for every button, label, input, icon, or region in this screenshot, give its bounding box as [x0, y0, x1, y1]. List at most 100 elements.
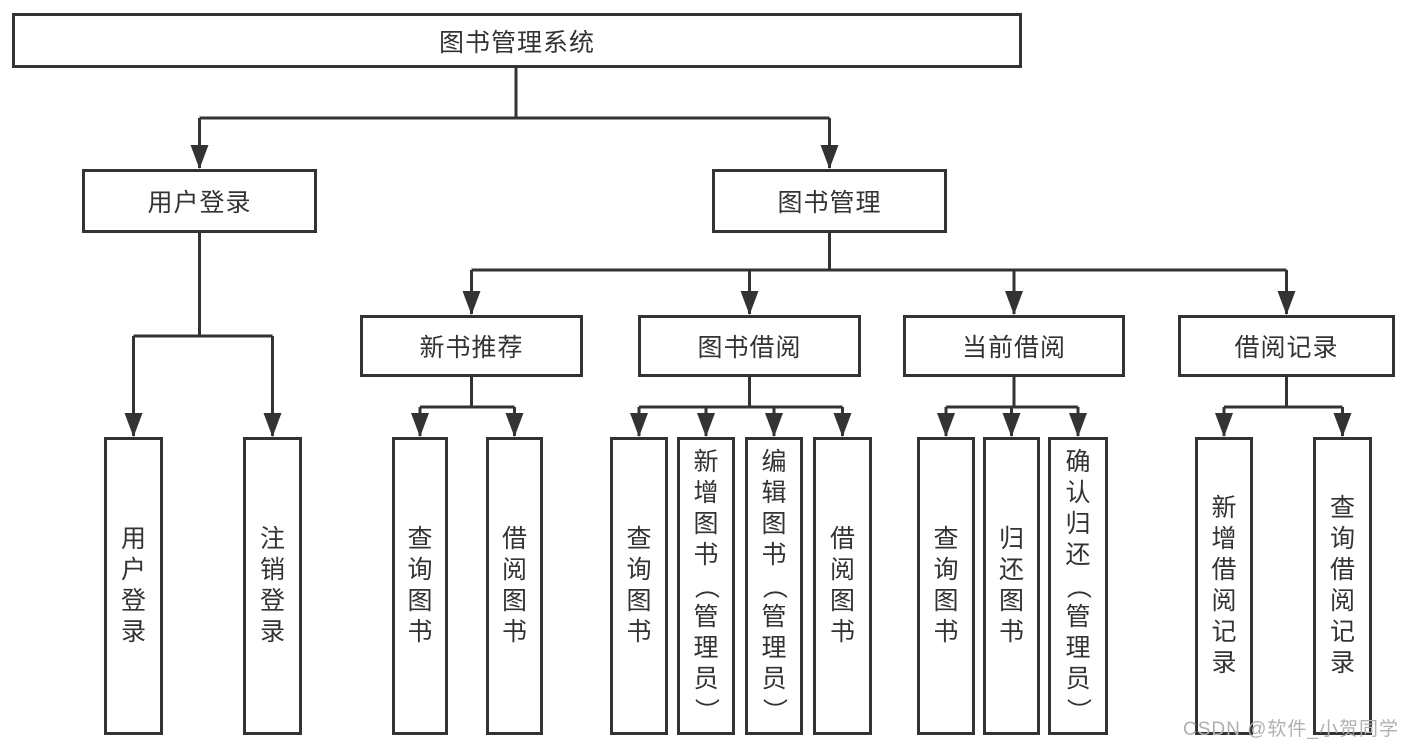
vertical-char: 书 — [501, 618, 527, 646]
vertical-char: 图 — [998, 587, 1024, 615]
vertical-char: ） — [692, 697, 721, 723]
vertical-char: 员 — [693, 664, 719, 693]
vertical-char: 录 — [1329, 649, 1355, 677]
leaf-br-add-record-label: 新增借阅记录 — [1211, 493, 1236, 679]
vertical-char: 录 — [259, 618, 285, 646]
leaf-cb-return-books-label: 归还图书 — [999, 524, 1024, 648]
vertical-char: 归 — [998, 525, 1024, 553]
vertical-char: 销 — [259, 556, 285, 584]
node-current-borrowing: 当前借阅 — [903, 315, 1125, 377]
vertical-char: 图 — [829, 587, 855, 615]
leaf-br-query-record-label: 查询借阅记录 — [1330, 493, 1355, 679]
vertical-char: 阅 — [829, 556, 855, 584]
vertical-char: ） — [1064, 697, 1093, 723]
leaf-cb-return-books: 归还图书 — [983, 437, 1040, 735]
vertical-char: 询 — [407, 556, 433, 584]
leaf-bb-borrow-books-label: 借阅图书 — [830, 524, 855, 648]
vertical-char: 认 — [1065, 478, 1091, 507]
leaf-bb-query-books: 查询图书 — [610, 437, 668, 735]
node-borrow-records: 借阅记录 — [1178, 315, 1395, 377]
vertical-char: 编 — [761, 447, 787, 476]
arrowhead-down-icon — [833, 413, 852, 437]
leaf-br-add-record: 新增借阅记录 — [1195, 437, 1253, 735]
vertical-char: 借 — [1211, 556, 1237, 584]
leaf-user-login-label: 用户登录 — [121, 524, 146, 648]
arrowhead-down-icon — [505, 413, 524, 437]
vertical-char: （ — [692, 573, 721, 599]
vertical-char: 还 — [1065, 540, 1091, 569]
leaf-nb-borrow-books-label: 借阅图书 — [502, 524, 527, 648]
leaf-nb-query-books: 查询图书 — [392, 437, 448, 735]
arrowhead-down-icon — [1277, 291, 1296, 315]
arrowhead-down-icon — [124, 413, 143, 437]
vertical-char: 借 — [501, 525, 527, 553]
vertical-char: 确 — [1065, 447, 1091, 476]
node-book-management: 图书管理 — [712, 169, 947, 233]
node-new-book-recommend: 新书推荐 — [360, 315, 583, 377]
node-current-borrowing-label: 当前借阅 — [961, 334, 1066, 362]
vertical-char: 图 — [407, 587, 433, 615]
arrowhead-down-icon — [1002, 413, 1021, 437]
arrowhead-down-icon — [462, 291, 481, 315]
leaf-bb-add-books-admin-label: 新增图书（管理员） — [692, 447, 721, 726]
vertical-char: 员 — [1065, 664, 1091, 693]
arrowhead-down-icon — [190, 145, 209, 169]
vertical-char: 书 — [761, 540, 787, 569]
leaf-nb-query-books-label: 查询图书 — [407, 524, 432, 648]
node-book-borrowing-label: 图书借阅 — [697, 334, 802, 362]
arrowhead-down-icon — [411, 413, 429, 437]
node-user-login: 用户登录 — [82, 169, 317, 233]
leaf-bb-add-books-admin: 新增图书（管理员） — [677, 437, 735, 735]
arrowhead-down-icon — [1333, 413, 1352, 437]
vertical-char: 增 — [693, 478, 719, 507]
vertical-char: 登 — [259, 587, 285, 615]
leaf-bb-borrow-books: 借阅图书 — [813, 437, 872, 735]
vertical-char: 询 — [626, 556, 652, 584]
vertical-char: ） — [760, 697, 789, 723]
vertical-char: 新 — [1211, 494, 1237, 522]
arrowhead-down-icon — [765, 413, 783, 437]
vertical-char: 录 — [1211, 649, 1237, 677]
vertical-char: 户 — [120, 556, 146, 584]
vertical-char: 记 — [1329, 618, 1355, 646]
leaf-bb-edit-books-admin: 编辑图书（管理员） — [745, 437, 803, 735]
node-borrow-records-label: 借阅记录 — [1234, 334, 1339, 362]
arrowhead-down-icon — [820, 145, 839, 169]
vertical-char: 查 — [933, 525, 959, 553]
leaf-bb-edit-books-admin-label: 编辑图书（管理员） — [760, 447, 789, 726]
node-user-login-label: 用户登录 — [147, 189, 252, 217]
vertical-char: 管 — [1065, 602, 1091, 631]
vertical-char: 录 — [120, 618, 146, 646]
node-root: 图书管理系统 — [12, 13, 1022, 68]
vertical-char: 图 — [761, 509, 787, 538]
vertical-char: 理 — [693, 633, 719, 662]
vertical-char: 图 — [693, 509, 719, 538]
vertical-char: 管 — [761, 602, 787, 631]
vertical-char: 用 — [120, 525, 146, 553]
node-root-label: 图书管理系统 — [438, 28, 595, 57]
vertical-char: 查 — [626, 525, 652, 553]
vertical-char: 书 — [998, 618, 1024, 646]
vertical-char: 书 — [407, 618, 433, 646]
vertical-char: 阅 — [1211, 587, 1237, 615]
arrowhead-down-icon — [937, 413, 955, 437]
vertical-char: 员 — [761, 664, 787, 693]
vertical-char: 注 — [259, 525, 285, 553]
leaf-cb-confirm-return-admin: 确认归还（管理员） — [1048, 437, 1108, 735]
vertical-char: 图 — [933, 587, 959, 615]
vertical-char: 询 — [933, 556, 959, 584]
vertical-char: 理 — [761, 633, 787, 662]
arrowhead-down-icon — [1215, 413, 1233, 437]
arrowhead-down-icon — [697, 413, 715, 437]
vertical-char: 还 — [998, 556, 1024, 584]
vertical-char: 书 — [933, 618, 959, 646]
leaf-cb-query-books: 查询图书 — [917, 437, 975, 735]
leaf-logout: 注销登录 — [243, 437, 302, 735]
vertical-char: 图 — [501, 587, 527, 615]
vertical-char: 管 — [693, 602, 719, 631]
vertical-char: （ — [760, 573, 789, 599]
vertical-char: 借 — [1329, 556, 1355, 584]
node-book-management-label: 图书管理 — [777, 189, 882, 217]
